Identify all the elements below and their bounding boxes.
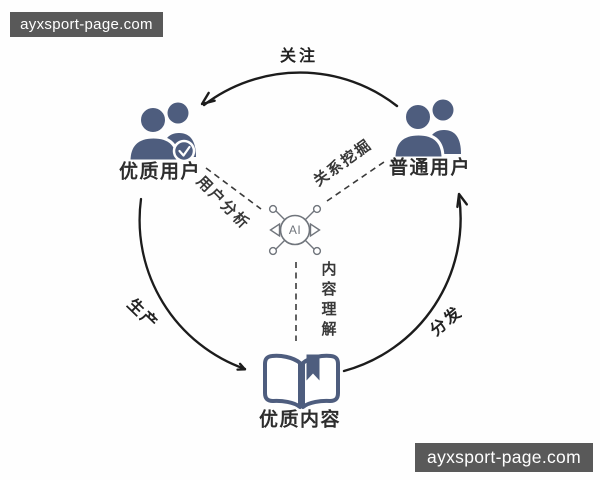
watermark-bottom-right-text: ayxsport-page.com [427,447,581,467]
dashed-link-user-analysis [205,167,262,210]
open-book-icon [263,353,340,409]
edge-label-follow: 关注 [279,48,319,65]
users-icon [392,99,461,160]
follow-arc-arrow [200,71,399,108]
node-label-ordinary-users: 普通用户 [388,157,472,179]
ai-network-icon [268,204,322,256]
distribute-arc-arrow [342,192,468,373]
ai-dashed-links [205,161,385,341]
verified-check-icon [172,139,196,163]
bookmark-icon [306,354,320,381]
users-verified-icon [127,102,196,163]
edge-label-content-understanding: 内容理解 [319,261,337,341]
produce-arc-arrow [138,197,247,371]
watermark-bottom-right: ayxsport-page.com [415,443,593,472]
dashed-link-relation-mining [326,161,385,202]
ai-node-label: AI [288,223,302,237]
node-label-quality-content: 优质内容 [258,409,342,431]
watermark-top-left: ayxsport-page.com [10,12,163,37]
watermark-top-left-text: ayxsport-page.com [20,16,153,33]
node-label-quality-users: 优质用户 [118,161,202,183]
